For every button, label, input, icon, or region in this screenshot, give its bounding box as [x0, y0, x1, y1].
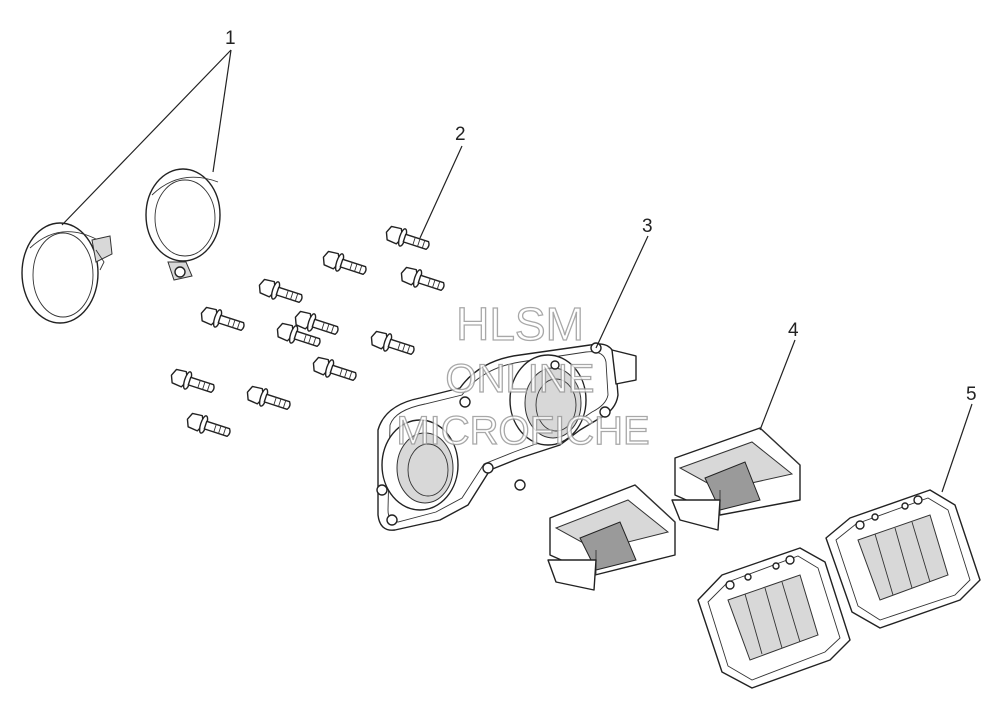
bolt	[170, 368, 215, 394]
callout-5: 5	[966, 384, 977, 405]
hose-clamp-right	[145, 168, 221, 281]
bolt	[246, 385, 291, 411]
bolt	[186, 412, 231, 438]
watermark-line-2: ONLINE	[446, 357, 595, 401]
reed-valve-cage-lower	[697, 547, 851, 689]
leader-lines	[61, 49, 973, 493]
callout-2: 2	[455, 124, 466, 145]
watermark: HLSM ONLINE MICROFICHE	[396, 297, 651, 453]
reed-stuffer-upper	[671, 427, 801, 531]
bolt-set	[170, 225, 445, 438]
callout-3: 3	[642, 216, 653, 237]
bolt	[200, 306, 245, 332]
bolt	[400, 266, 445, 292]
bolt	[294, 310, 339, 336]
bolt	[258, 278, 303, 304]
reed-stuffer-lower	[547, 484, 676, 591]
watermark-line-3: MICROFICHE	[396, 409, 649, 453]
callout-4: 4	[788, 320, 799, 341]
hose-clamp-left	[21, 222, 113, 324]
bolt	[276, 322, 321, 348]
watermark-line-1: HLSM	[456, 298, 584, 350]
reed-valve-cage-upper	[825, 489, 981, 629]
intake-gasket-plate	[376, 342, 637, 531]
bolt	[385, 225, 430, 251]
bolt	[312, 356, 357, 382]
bolt	[322, 250, 367, 276]
callout-1: 1	[225, 28, 236, 49]
bolt	[370, 330, 415, 356]
